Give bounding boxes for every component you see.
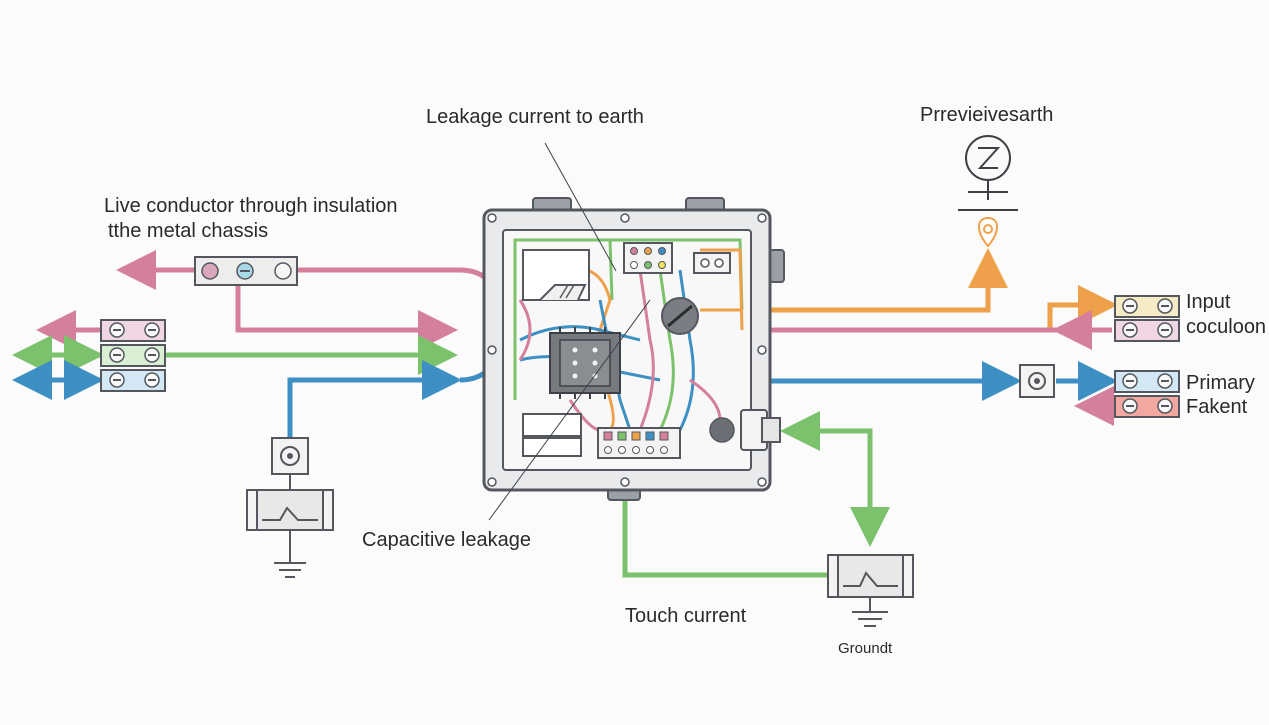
live-conductor-label-line1: Live conductor through insulation	[104, 195, 398, 217]
chip-icon	[549, 327, 621, 399]
ground-symbol-icon	[274, 530, 306, 578]
ground-label: Groundt	[838, 640, 893, 657]
bottom-fuse-icon	[827, 554, 914, 598]
touch-current-label: Touch current	[625, 605, 747, 627]
blue-wire-mid	[287, 377, 450, 440]
fuse-icon	[246, 489, 334, 531]
orange-wire-input	[1047, 285, 1118, 330]
bottom-ground-symbol-icon	[852, 597, 888, 627]
location-pin-icon	[978, 216, 998, 248]
leakage-leader-line	[544, 142, 617, 272]
fakent-label: Fakent	[1186, 396, 1248, 418]
capacitive-leader-line	[488, 299, 651, 521]
connector-icon	[271, 437, 309, 475]
orange-wire-earth	[770, 248, 1008, 313]
input-label: Input	[1186, 291, 1231, 313]
protective-earth-label: Prrevieivesarth	[920, 104, 1054, 126]
pink-wire-drop	[235, 285, 458, 350]
live-conductor-label-line2: tthe metal chassis	[108, 220, 269, 242]
green-wire-touch	[622, 490, 828, 578]
primary-label: Primary	[1186, 372, 1255, 394]
earth-symbol-icon	[958, 135, 1018, 211]
right-connector-icon	[1019, 364, 1055, 398]
leakage-current-label: Leakage current to earth	[426, 106, 644, 128]
capacitive-leakage-label: Capacitive leakage	[362, 529, 531, 551]
switch-box-icon	[194, 256, 298, 286]
right-terminal-block-icon	[1114, 295, 1180, 418]
internal-components	[522, 242, 781, 459]
green-wire-ground	[792, 428, 890, 547]
terminal-block-icon	[100, 319, 166, 392]
coculoon-label: coculoon	[1186, 316, 1267, 338]
